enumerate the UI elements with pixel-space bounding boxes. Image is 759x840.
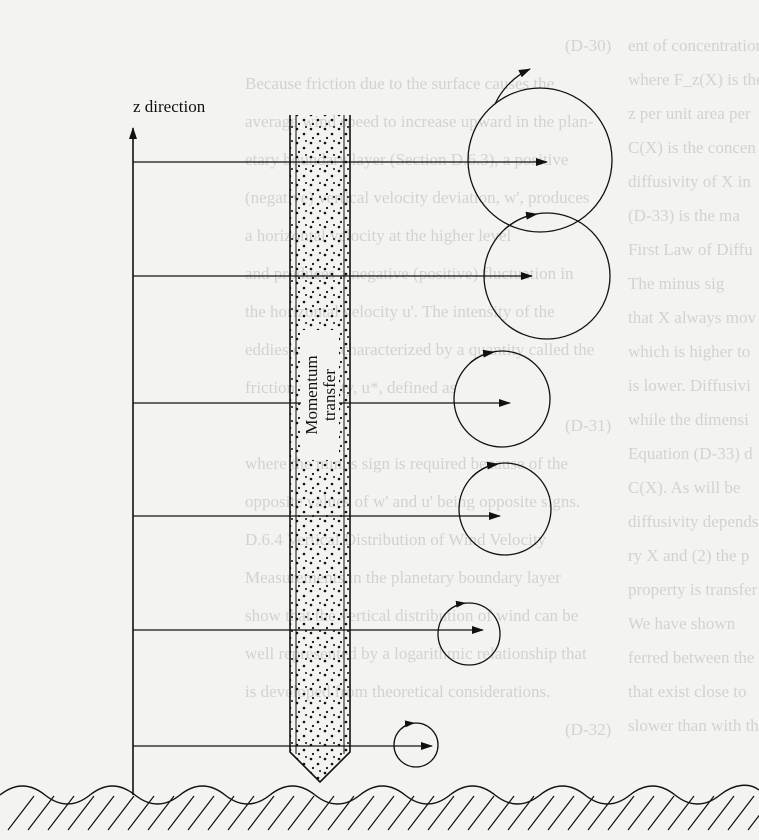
hatch-stroke <box>667 795 695 831</box>
hatch-stroke <box>607 795 635 831</box>
hatch-stroke <box>347 795 375 831</box>
eddy-3-rotation-arrow <box>469 349 495 364</box>
eddy-1-rotation-arrow <box>494 68 531 105</box>
z-axis-label: z direction <box>133 97 206 116</box>
eddies <box>393 68 613 768</box>
ghost-text-line-right: that exist close to <box>628 682 747 701</box>
eddy-3 <box>453 350 551 448</box>
column-label-line1: Momentum <box>302 355 321 434</box>
ghost-text-line: Because friction due to the surface caus… <box>245 74 555 93</box>
column-label-line2: transfer <box>320 369 339 421</box>
hatch-stroke <box>647 795 675 831</box>
hatch-stroke <box>147 795 175 831</box>
hatch-stroke <box>327 795 355 831</box>
eddy-4 <box>458 462 552 556</box>
ghost-text-line-right: C(X) is the concen <box>628 138 756 157</box>
hatch-stroke <box>7 795 35 831</box>
ghost-text-line-right: The minus sig <box>628 274 725 293</box>
hatch-stroke <box>727 795 755 831</box>
ghost-text-line-right: (D-33) is the ma <box>628 206 740 225</box>
hatch-stroke <box>107 795 135 831</box>
eddy-6-rotation-arrow <box>400 720 415 730</box>
momentum-transfer-column: Momentum transfer <box>289 115 351 784</box>
ghost-text-line-right: where F_z(X) is the <box>628 70 759 89</box>
hatch-stroke <box>587 795 615 831</box>
hatch-stroke <box>507 795 535 831</box>
ghost-text-line-right: while the dimensi <box>628 410 749 429</box>
hatch-stroke <box>407 795 435 831</box>
ghost-text-line-right: C(X). As will be <box>628 478 741 497</box>
hatch-stroke <box>47 795 75 831</box>
ghost-text-line-right: which is higher to <box>628 342 751 361</box>
hatch-stroke <box>487 795 515 831</box>
hatch-stroke <box>467 795 495 831</box>
column-label-backing <box>301 330 339 460</box>
ghost-text-line-right: is lower. Diffusivi <box>628 376 751 395</box>
ghost-text-line-right: diffusivity depends <box>628 512 759 531</box>
hatch-stroke <box>687 795 715 831</box>
hatch-stroke <box>447 795 475 831</box>
hatch-stroke <box>207 795 235 831</box>
eddy-6 <box>393 722 439 768</box>
hatch-stroke <box>247 795 275 831</box>
ghost-text-line-right: slower than with the <box>628 716 759 735</box>
hatch-stroke <box>187 795 215 831</box>
ghost-text-line-right: property is transfer <box>628 580 758 599</box>
hatch-stroke <box>67 795 95 831</box>
ghost-text-line: (D-32) <box>565 720 612 739</box>
hatch-stroke <box>627 795 655 831</box>
ghost-text-line: (D-31) <box>565 416 612 435</box>
ground-wavy-line <box>0 784 759 805</box>
eddy-4-rotation-arrow <box>471 461 499 478</box>
column-outline <box>289 115 351 784</box>
hatch-stroke <box>267 795 295 831</box>
ghost-text-line-right: Equation (D-33) d <box>628 444 753 463</box>
hatch-stroke <box>367 795 395 831</box>
hatch-stroke <box>547 795 575 831</box>
hatch-stroke <box>287 795 315 831</box>
hatch-stroke <box>567 795 595 831</box>
hatch-stroke <box>427 795 455 831</box>
ghost-text-line-right: ferred between the <box>628 648 755 667</box>
eddy-5-rotation-arrow <box>447 600 466 612</box>
hatch-stroke <box>747 814 759 831</box>
hatch-stroke <box>27 795 55 831</box>
hatch-stroke <box>387 795 415 831</box>
hatch-stroke <box>127 795 155 831</box>
ghost-text-line-right: diffusivity of X in <box>628 172 751 191</box>
ghost-text-line: (D-30) <box>565 36 612 55</box>
ghost-text-line-right: First Law of Diffu <box>628 240 753 259</box>
ghost-text-line-right: We have shown <box>628 614 736 633</box>
hatch-stroke <box>707 795 735 831</box>
ghost-text-line-right: that X always mov <box>628 308 756 327</box>
hatch-stroke <box>527 795 555 831</box>
eddy-1 <box>467 87 613 233</box>
ground-hatch <box>7 795 759 831</box>
hatch-stroke <box>167 795 195 831</box>
ghost-text-line-right: z per unit area per <box>628 104 751 123</box>
eddy-5 <box>437 602 501 666</box>
hatch-stroke <box>227 795 255 831</box>
hatch-stroke <box>87 795 115 831</box>
ghost-text-line-right: ent of concentration <box>628 36 759 55</box>
hatch-stroke <box>307 795 335 831</box>
eddy-2-rotation-arrow <box>504 211 538 230</box>
eddy-2 <box>483 212 611 340</box>
ground-surface <box>0 784 759 831</box>
ghost-text-line-right: ry X and (2) the p <box>628 546 750 565</box>
